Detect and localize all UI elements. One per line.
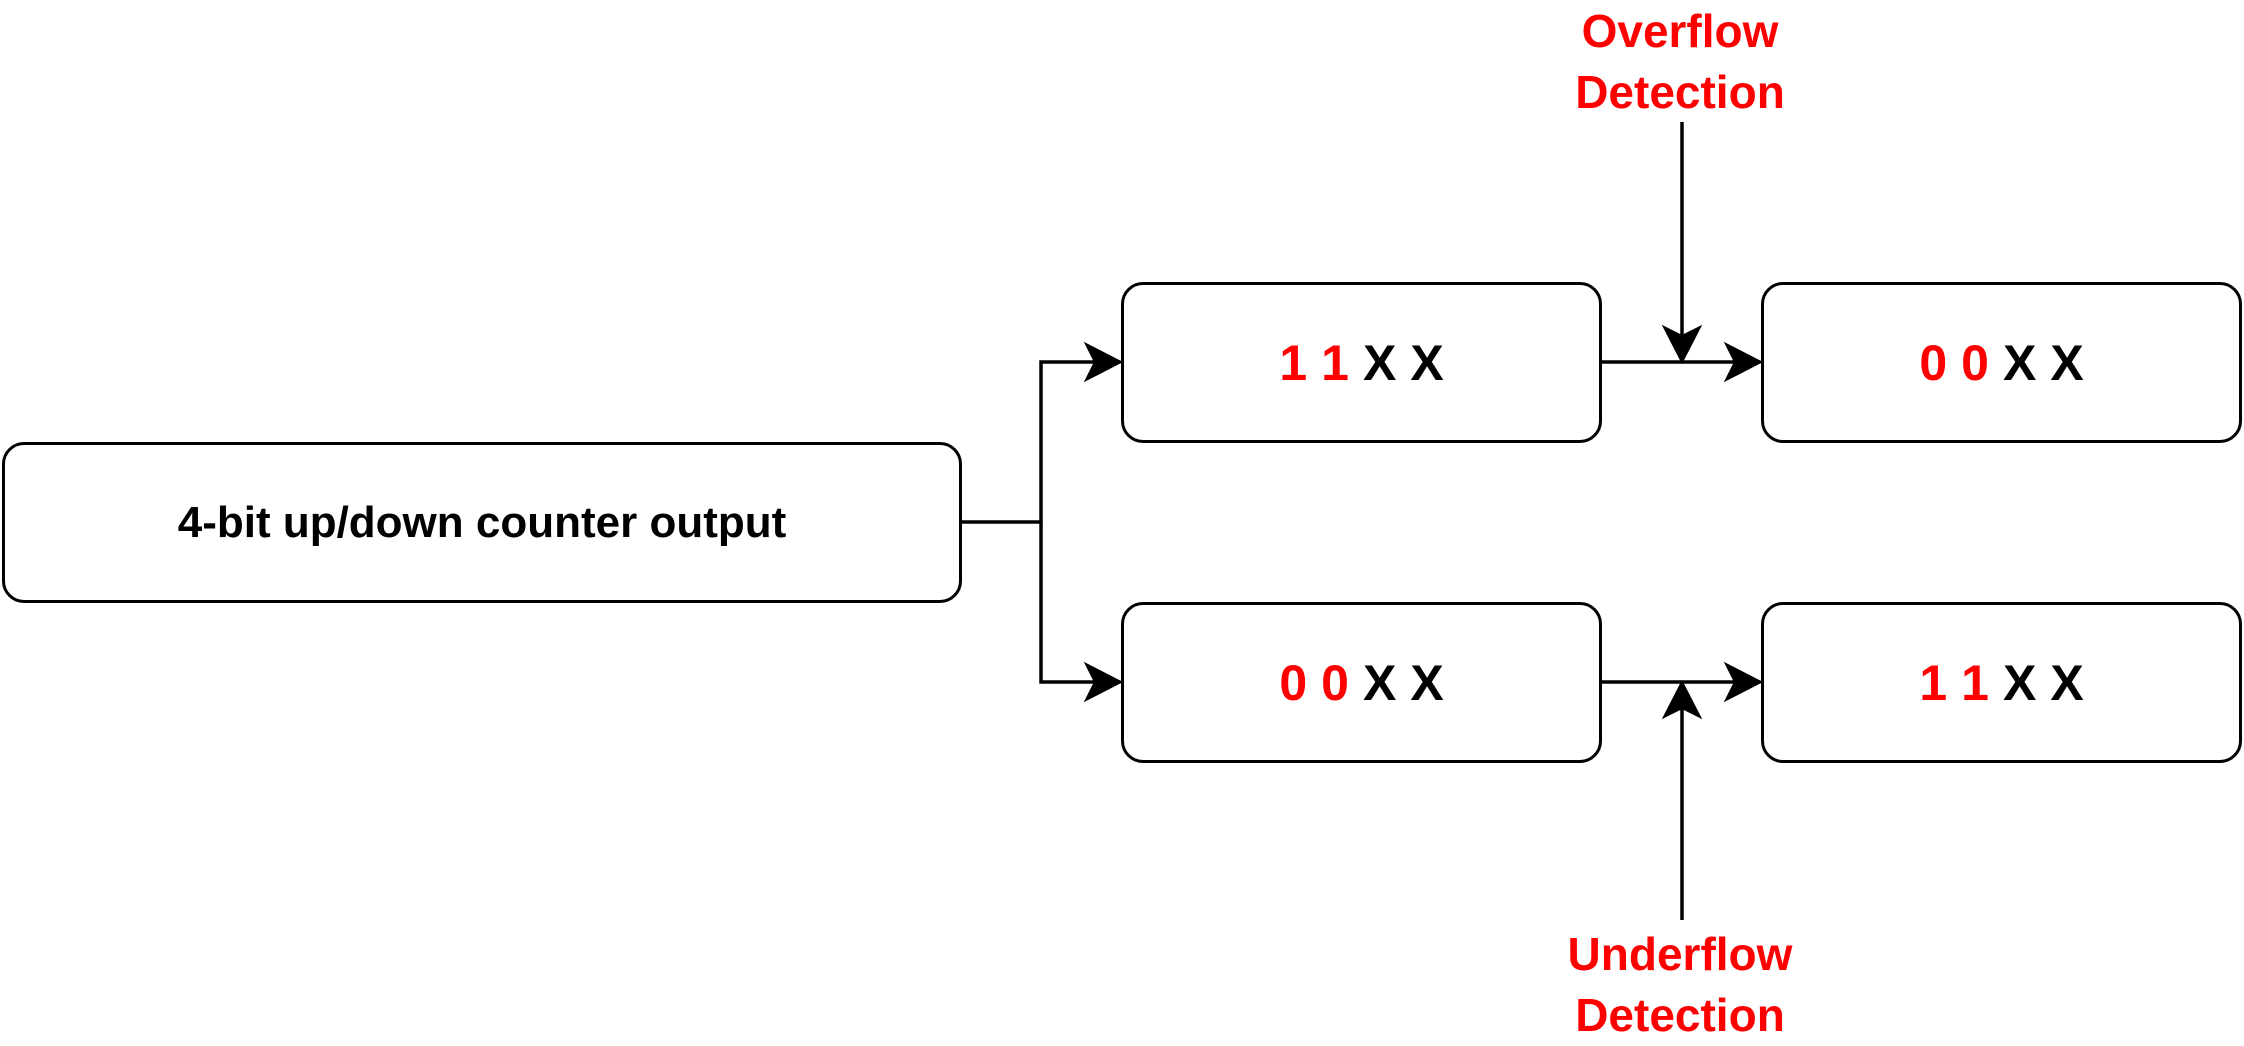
bit-value: X xyxy=(2002,654,2037,711)
bit-value: X xyxy=(1410,654,1444,711)
arrowhead-to-lower-right xyxy=(1723,661,1764,703)
arrowhead-overflow xyxy=(1661,324,1703,365)
source-split-line xyxy=(962,360,1100,524)
underflow-detection-label: Underflow Detection xyxy=(1520,924,1840,1046)
arrowhead-to-lower-left xyxy=(1083,661,1124,703)
bit-value: 0 xyxy=(1919,334,1948,391)
bit-value: 1 xyxy=(1279,334,1308,391)
overflow-label-line1: Overflow xyxy=(1581,5,1779,57)
bit-value: X xyxy=(2050,654,2084,711)
arrowhead-to-upper-left xyxy=(1083,341,1124,383)
bit-value: 0 xyxy=(1321,654,1349,711)
arrowhead-to-upper-right xyxy=(1723,341,1764,383)
bit-value: 1 xyxy=(1961,654,1989,711)
bit-value: X xyxy=(1410,334,1444,391)
underflow-label-line2: Detection xyxy=(1575,989,1785,1041)
source-to-lower-line xyxy=(1039,522,1100,684)
counter-output-label: 4-bit up/down counter output xyxy=(177,497,787,547)
bit-value: 0 xyxy=(1961,334,1989,391)
underflow-label-line1: Underflow xyxy=(1567,928,1793,980)
counter-output-box: 4-bit up/down counter output xyxy=(2,442,962,603)
bit-value: X xyxy=(1362,334,1397,391)
bit-value: X xyxy=(2002,334,2037,391)
bit-value: 0 xyxy=(1279,654,1308,711)
bit-value: X xyxy=(2050,334,2084,391)
overflow-label-line2: Detection xyxy=(1575,66,1785,118)
overflow-detection-label: Overflow Detection xyxy=(1520,1,1840,123)
bit-value: 1 xyxy=(1919,654,1948,711)
bit-value: X xyxy=(1362,654,1397,711)
arrowhead-underflow xyxy=(1661,679,1703,720)
bit-value: 1 xyxy=(1321,334,1349,391)
